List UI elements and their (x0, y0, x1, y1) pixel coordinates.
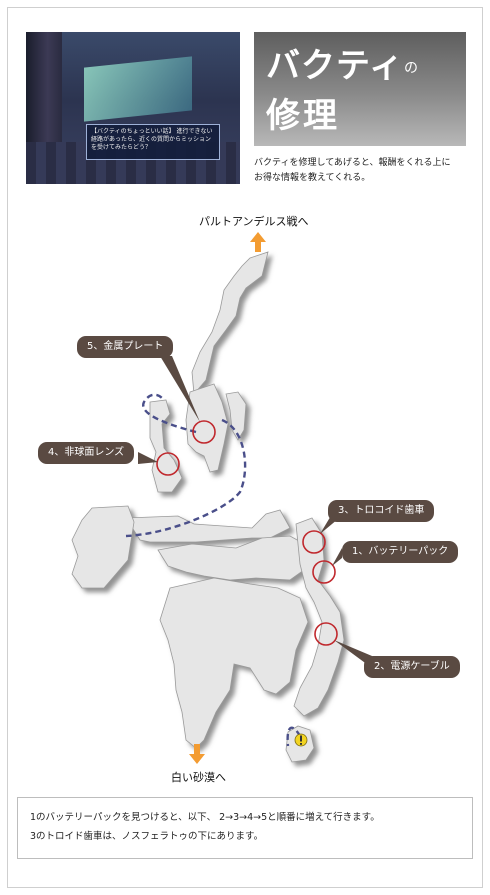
marker-5 (192, 420, 216, 444)
game-screenshot: 【バクティのちょっといい話】 進行できない経路があったら、近くの質問からミッショ… (26, 32, 240, 184)
npc-marker (294, 733, 308, 747)
tail-1 (332, 548, 342, 566)
footer-note: 1のバッテリーパックを見つけると、以下、 2→3→4→5と順番に増えて行きます。… (17, 797, 473, 859)
callout-2: 2、電源ケーブル (364, 656, 460, 678)
exclamation-marker-dot (300, 743, 302, 745)
marker-1 (312, 560, 336, 584)
map-floor (71, 251, 345, 763)
exit-label-north: パルトアンデルス戦へ (199, 215, 309, 228)
callout-5: 5、金属プレート (77, 336, 174, 358)
marker-3 (302, 530, 326, 554)
page-title-main: バクティ (266, 46, 404, 86)
floor-central-hall (157, 535, 319, 581)
floor-room-upper (185, 383, 229, 473)
floor-bridge (125, 509, 291, 543)
page-title-particle: の (403, 60, 419, 77)
floor-room-upper-east (225, 391, 247, 441)
callout-3: 3、トロコイド歯車 (328, 500, 435, 522)
tail-4 (138, 452, 158, 464)
route-north-loop (142, 393, 197, 434)
title-box: バクティの 修理 (254, 32, 466, 146)
subtitle-line1: バクティを修理してあげると、報酬をくれる上に (254, 158, 451, 168)
exit-arrow-south-icon (189, 744, 205, 764)
marker-4 (156, 452, 180, 476)
exit-arrow-north-icon (250, 232, 266, 252)
tail-5 (160, 356, 200, 422)
route-east-loop (125, 418, 247, 538)
page-title: バクティの (266, 38, 419, 87)
note-line2: 3のトロイド歯車は、ノスフェラトゥの下にあります。 (30, 831, 264, 842)
subtitle-line2: お得な情報を教えてくれる。 (254, 173, 371, 183)
callout-4: 4、非球面レンズ (38, 442, 135, 464)
page-subtitle: バクティを修理してあげると、報酬をくれる上に お得な情報を教えてくれる。 (254, 156, 470, 186)
tail-2 (334, 640, 372, 668)
dashed-routes (125, 393, 302, 747)
exclamation-marker-bar (300, 735, 302, 742)
callout-1: 1、バッテリーパック (342, 541, 459, 563)
note-line1: 1のバッテリーパックを見つけると、以下、 2→3→4→5と順番に増えて行きます。 (30, 812, 380, 823)
floor-south-hall (159, 577, 309, 749)
item-markers (156, 420, 338, 646)
exit-arrows (189, 232, 266, 764)
floor-top-corridor (191, 251, 269, 395)
floor-east-column (293, 517, 345, 717)
page-title-line2: 修理 (266, 96, 340, 136)
route-npc-loop (286, 726, 302, 747)
marker-2 (314, 622, 338, 646)
floor-room-west (149, 399, 183, 493)
floor-west-box (71, 505, 135, 589)
exit-label-south: 白い砂漠へ (171, 771, 226, 784)
screenshot-dialog: 【バクティのちょっといい話】 進行できない経路があったら、近くの質問からミッショ… (86, 124, 220, 160)
